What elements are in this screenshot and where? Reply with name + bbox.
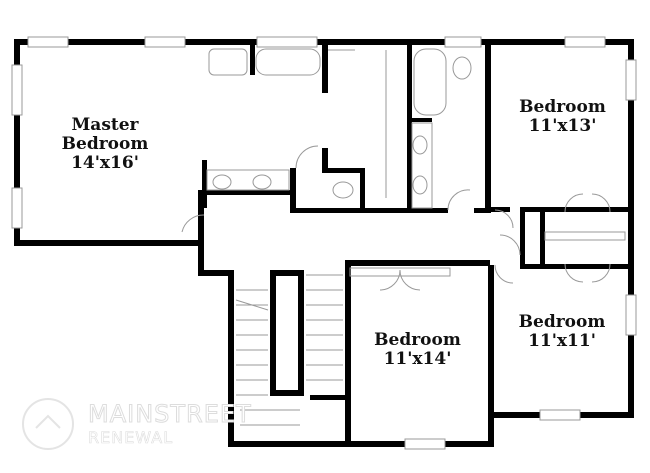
room-label-master-bedroom: Master Bedroom 14'x16' <box>40 116 170 173</box>
room-size: 11'x13' <box>528 116 597 136</box>
room-name: Master <box>71 115 139 135</box>
room-name: Bedroom <box>374 330 461 350</box>
room-size: 11'x11' <box>528 331 596 351</box>
room-label-bedroom-3: Bedroom 11'x11' <box>497 313 627 351</box>
room-size: 11'x14' <box>383 349 452 369</box>
room-name: Bedroom <box>519 97 606 117</box>
watermark-logo-icon <box>22 398 74 450</box>
watermark-line1: MAINSTREET <box>88 400 252 429</box>
room-name: Bedroom <box>518 312 606 332</box>
fixtures <box>11 36 637 450</box>
staircase <box>235 274 343 426</box>
room-size: 14'x16' <box>71 153 139 173</box>
room-label-bedroom-1: Bedroom 11'x13' <box>500 98 625 136</box>
watermark: MAINSTREET RENEWAL <box>88 400 252 448</box>
room-label-bedroom-2: Bedroom 11'x14' <box>355 331 480 369</box>
walls <box>14 39 634 447</box>
room-name: Bedroom <box>61 134 149 154</box>
watermark-line2: RENEWAL <box>88 428 174 448</box>
